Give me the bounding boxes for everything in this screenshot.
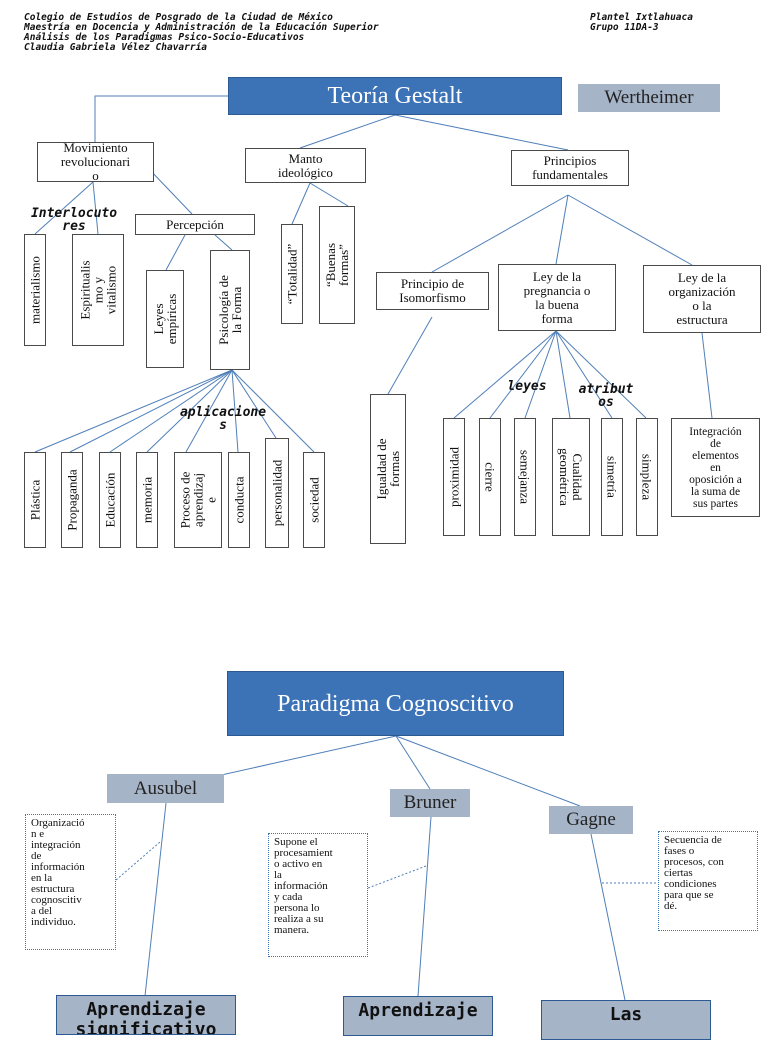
header-campus: Plantel Ixtlahuaca xyxy=(590,12,693,23)
app-proceso-aprendizaje: Proceso de aprendizaj e xyxy=(174,452,222,548)
bottom-gagne: Las xyxy=(541,1000,711,1040)
node-movimiento: Movimiento revolucionari o xyxy=(37,142,154,182)
node-buenas-formas: “Buenas formas” xyxy=(319,206,355,324)
line-percepcion-leyes xyxy=(165,234,186,271)
app-conducta-text: conducta xyxy=(231,476,247,524)
item-cualidad-geometrica: Cualidad geométrica xyxy=(552,418,590,536)
app-propaganda-text: Propaganda xyxy=(64,469,80,531)
app-personalidad: personalidad xyxy=(265,438,289,548)
item-semejanza: semejanza xyxy=(514,418,536,536)
app-propaganda: Propaganda xyxy=(61,452,83,548)
materialismo-text: materialismo xyxy=(27,256,43,324)
line-title-movimiento xyxy=(94,95,228,142)
label-leyes: leyes xyxy=(507,379,547,394)
item-proximidad: proximidad xyxy=(443,418,465,536)
app-sociedad-text: sociedad xyxy=(306,477,322,523)
note-bruner: Supone el procesamient o activo en la in… xyxy=(268,833,368,957)
item-cierre: cierre xyxy=(479,418,501,536)
node-organizacion: Ley de la organización o la estructura xyxy=(643,265,761,333)
cierre-text: cierre xyxy=(482,462,498,492)
espiritualismo-text: Espiritualis mo y vitalismo xyxy=(77,260,119,320)
header-line-1: Colegio de Estudios de Posgrado de la Ci… xyxy=(24,12,333,23)
author-ausubel: Ausubel xyxy=(107,774,224,803)
author-gagne: Gagne xyxy=(549,806,633,834)
leyes-empiricas-text: Leyes empíricas xyxy=(151,293,179,345)
line-movimiento-percepcion xyxy=(147,167,193,215)
app-memoria: memoria xyxy=(136,452,158,548)
node-percepcion: Percepción xyxy=(135,214,255,235)
item-simpleza: simpleza xyxy=(636,418,658,536)
bottom-aprendizaje-bruner: Aprendizaje xyxy=(343,996,493,1036)
line-title-manto xyxy=(299,114,396,149)
label-interlocutores: Interlocuto res xyxy=(30,206,118,234)
label-atributos: atribut os xyxy=(578,382,634,410)
node-isomorfismo: Principio de Isomorfismo xyxy=(376,272,489,310)
dotted-bruner xyxy=(367,865,427,889)
line-manto-totalidad xyxy=(291,182,311,225)
app-conducta: conducta xyxy=(228,452,250,548)
app-educacion-text: Educación xyxy=(102,472,118,528)
app-memoria-text: memoria xyxy=(139,476,155,524)
line-manto-buenas xyxy=(309,182,349,207)
node-igualdad-formas: Igualdad de formas xyxy=(370,394,406,544)
header-line-2: Maestría en Docencia y Administración de… xyxy=(24,22,379,33)
header-institution: Colegio de Estudios de Posgrado de la Ci… xyxy=(24,13,379,53)
note-ausubel: Organizació n e integración de informaci… xyxy=(25,814,116,950)
igualdad-text: Igualdad de formas xyxy=(374,438,402,500)
bottom-aprendizaje-significativo: Aprendizaje significativo xyxy=(56,995,236,1035)
buenas-formas-text: “Buenas formas” xyxy=(323,242,351,288)
line-movimiento-materialismo xyxy=(34,181,94,235)
header-group: Plantel Ixtlahuaca Grupo 11DA-3 xyxy=(590,13,693,33)
app-plastica-text: Plástica xyxy=(27,479,43,521)
node-leyes-empiricas: Leyes empíricas xyxy=(146,270,184,368)
proximidad-text: proximidad xyxy=(446,447,462,507)
app-sociedad: sociedad xyxy=(303,452,325,548)
line-title-principios xyxy=(394,114,569,151)
app-proceso-text: Proceso de aprendizaj e xyxy=(177,471,219,529)
app-plastica: Plástica xyxy=(24,452,46,548)
header-line-4: Claudia Gabriela Vélez Chavarría xyxy=(24,42,208,53)
gestalt-title: Teoría Gestalt xyxy=(228,77,562,115)
item-simetria: simetría xyxy=(601,418,623,536)
cualidad-text: Cualidad geométrica xyxy=(557,448,585,506)
line-movimiento-espiritualismo xyxy=(92,181,99,235)
node-manto-ideologico: Manto ideológico xyxy=(245,148,366,183)
semejanza-text: semejanza xyxy=(517,449,533,505)
label-aplicaciones: aplicacione s xyxy=(179,405,267,433)
note-gagne: Secuencia de fases o procesos, con ciert… xyxy=(658,831,758,931)
author-bruner: Bruner xyxy=(390,789,470,817)
node-espiritualismo: Espiritualis mo y vitalismo xyxy=(72,234,124,346)
psicologia-forma-text: Psicología de la Forma xyxy=(216,275,244,345)
node-integracion: Integración de elementos en oposición a … xyxy=(671,418,760,517)
totalidad-text: “Totalidad” xyxy=(284,243,300,305)
simetria-text: simetría xyxy=(604,456,620,498)
header-group-code: Grupo 11DA-3 xyxy=(590,22,659,33)
node-pregnancia: Ley de la pregnancia o la buena forma xyxy=(498,264,616,331)
node-principios: Principios fundamentales xyxy=(511,150,629,186)
simpleza-text: simpleza xyxy=(639,453,655,501)
app-educacion: Educación xyxy=(99,452,121,548)
app-personalidad-text: personalidad xyxy=(269,459,285,527)
header-line-3: Análisis de los Paradigmas Psico-Socio-E… xyxy=(24,32,305,43)
line-percepcion-psicologia xyxy=(214,234,233,251)
node-materialismo: materialismo xyxy=(24,234,46,346)
author-wertheimer: Wertheimer xyxy=(578,84,720,112)
dotted-ausubel xyxy=(115,841,161,881)
node-psicologia-forma: Psicología de la Forma xyxy=(210,250,250,370)
node-totalidad: “Totalidad” xyxy=(281,224,303,324)
cognoscitivo-title: Paradigma Cognoscitivo xyxy=(227,671,564,736)
